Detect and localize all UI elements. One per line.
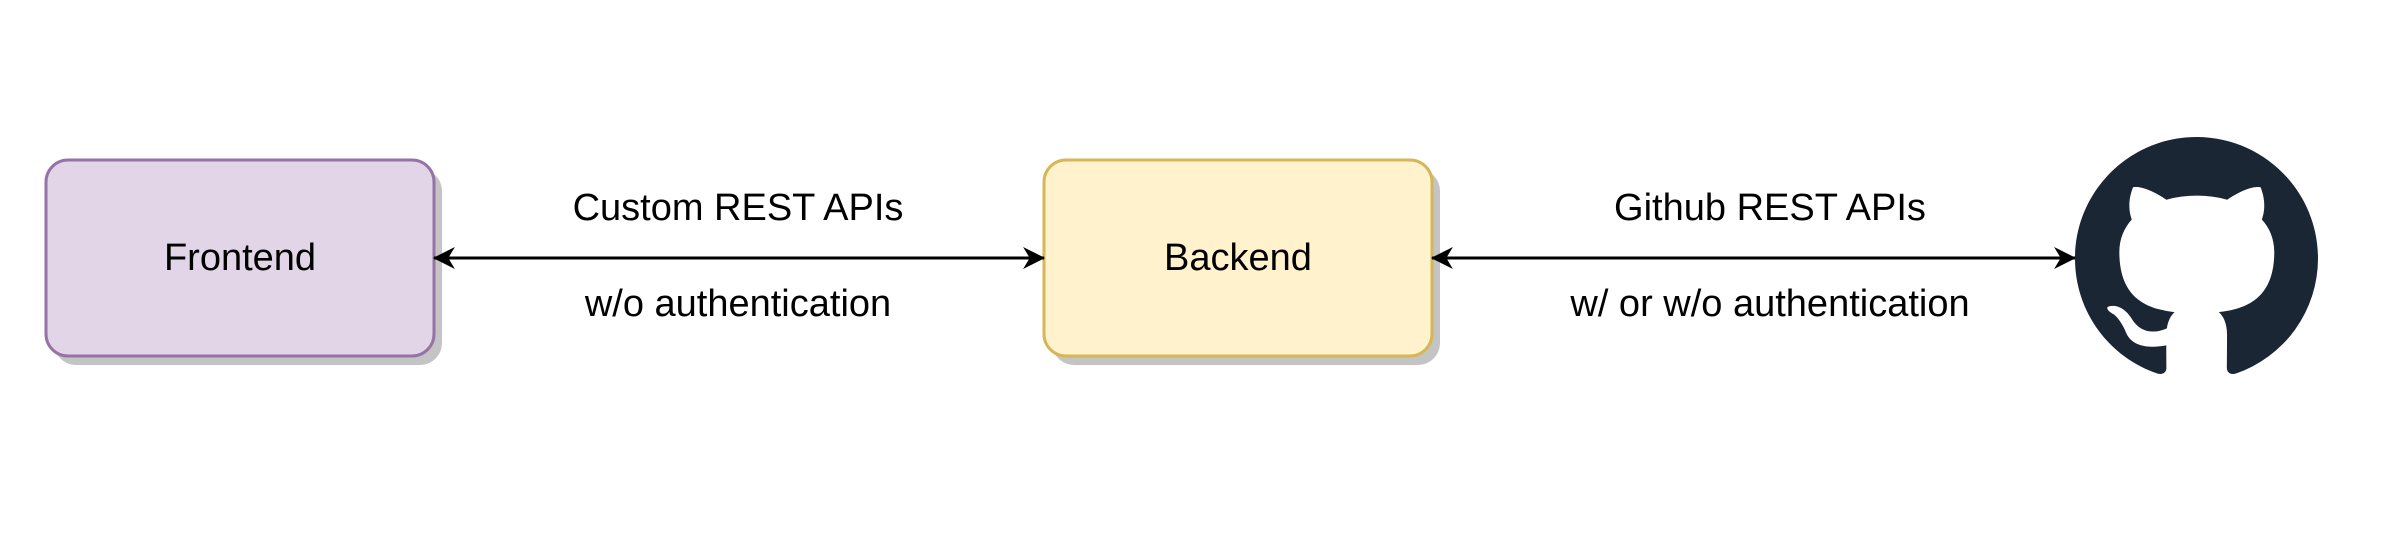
edge-frontend-backend-top-label: Custom REST APIs (573, 187, 904, 229)
backend-node[interactable]: Backend (1042, 158, 1440, 365)
edge-backend-github-top-label: Github REST APIs (1614, 187, 1926, 229)
github-node[interactable] (2075, 137, 2318, 375)
frontend-node[interactable]: Frontend (44, 158, 442, 365)
edge-backend-github: Github REST APIs w/ or w/o authenticatio… (1430, 187, 2077, 325)
edge-frontend-backend: Custom REST APIs w/o authentication (432, 187, 1046, 325)
backend-node-label: Backend (1164, 237, 1312, 279)
edge-backend-github-bottom-label: w/ or w/o authentication (1569, 283, 1969, 325)
edge-frontend-backend-bottom-label: w/o authentication (584, 283, 891, 325)
github-octocat-icon (2075, 137, 2318, 375)
frontend-node-label: Frontend (164, 237, 316, 279)
